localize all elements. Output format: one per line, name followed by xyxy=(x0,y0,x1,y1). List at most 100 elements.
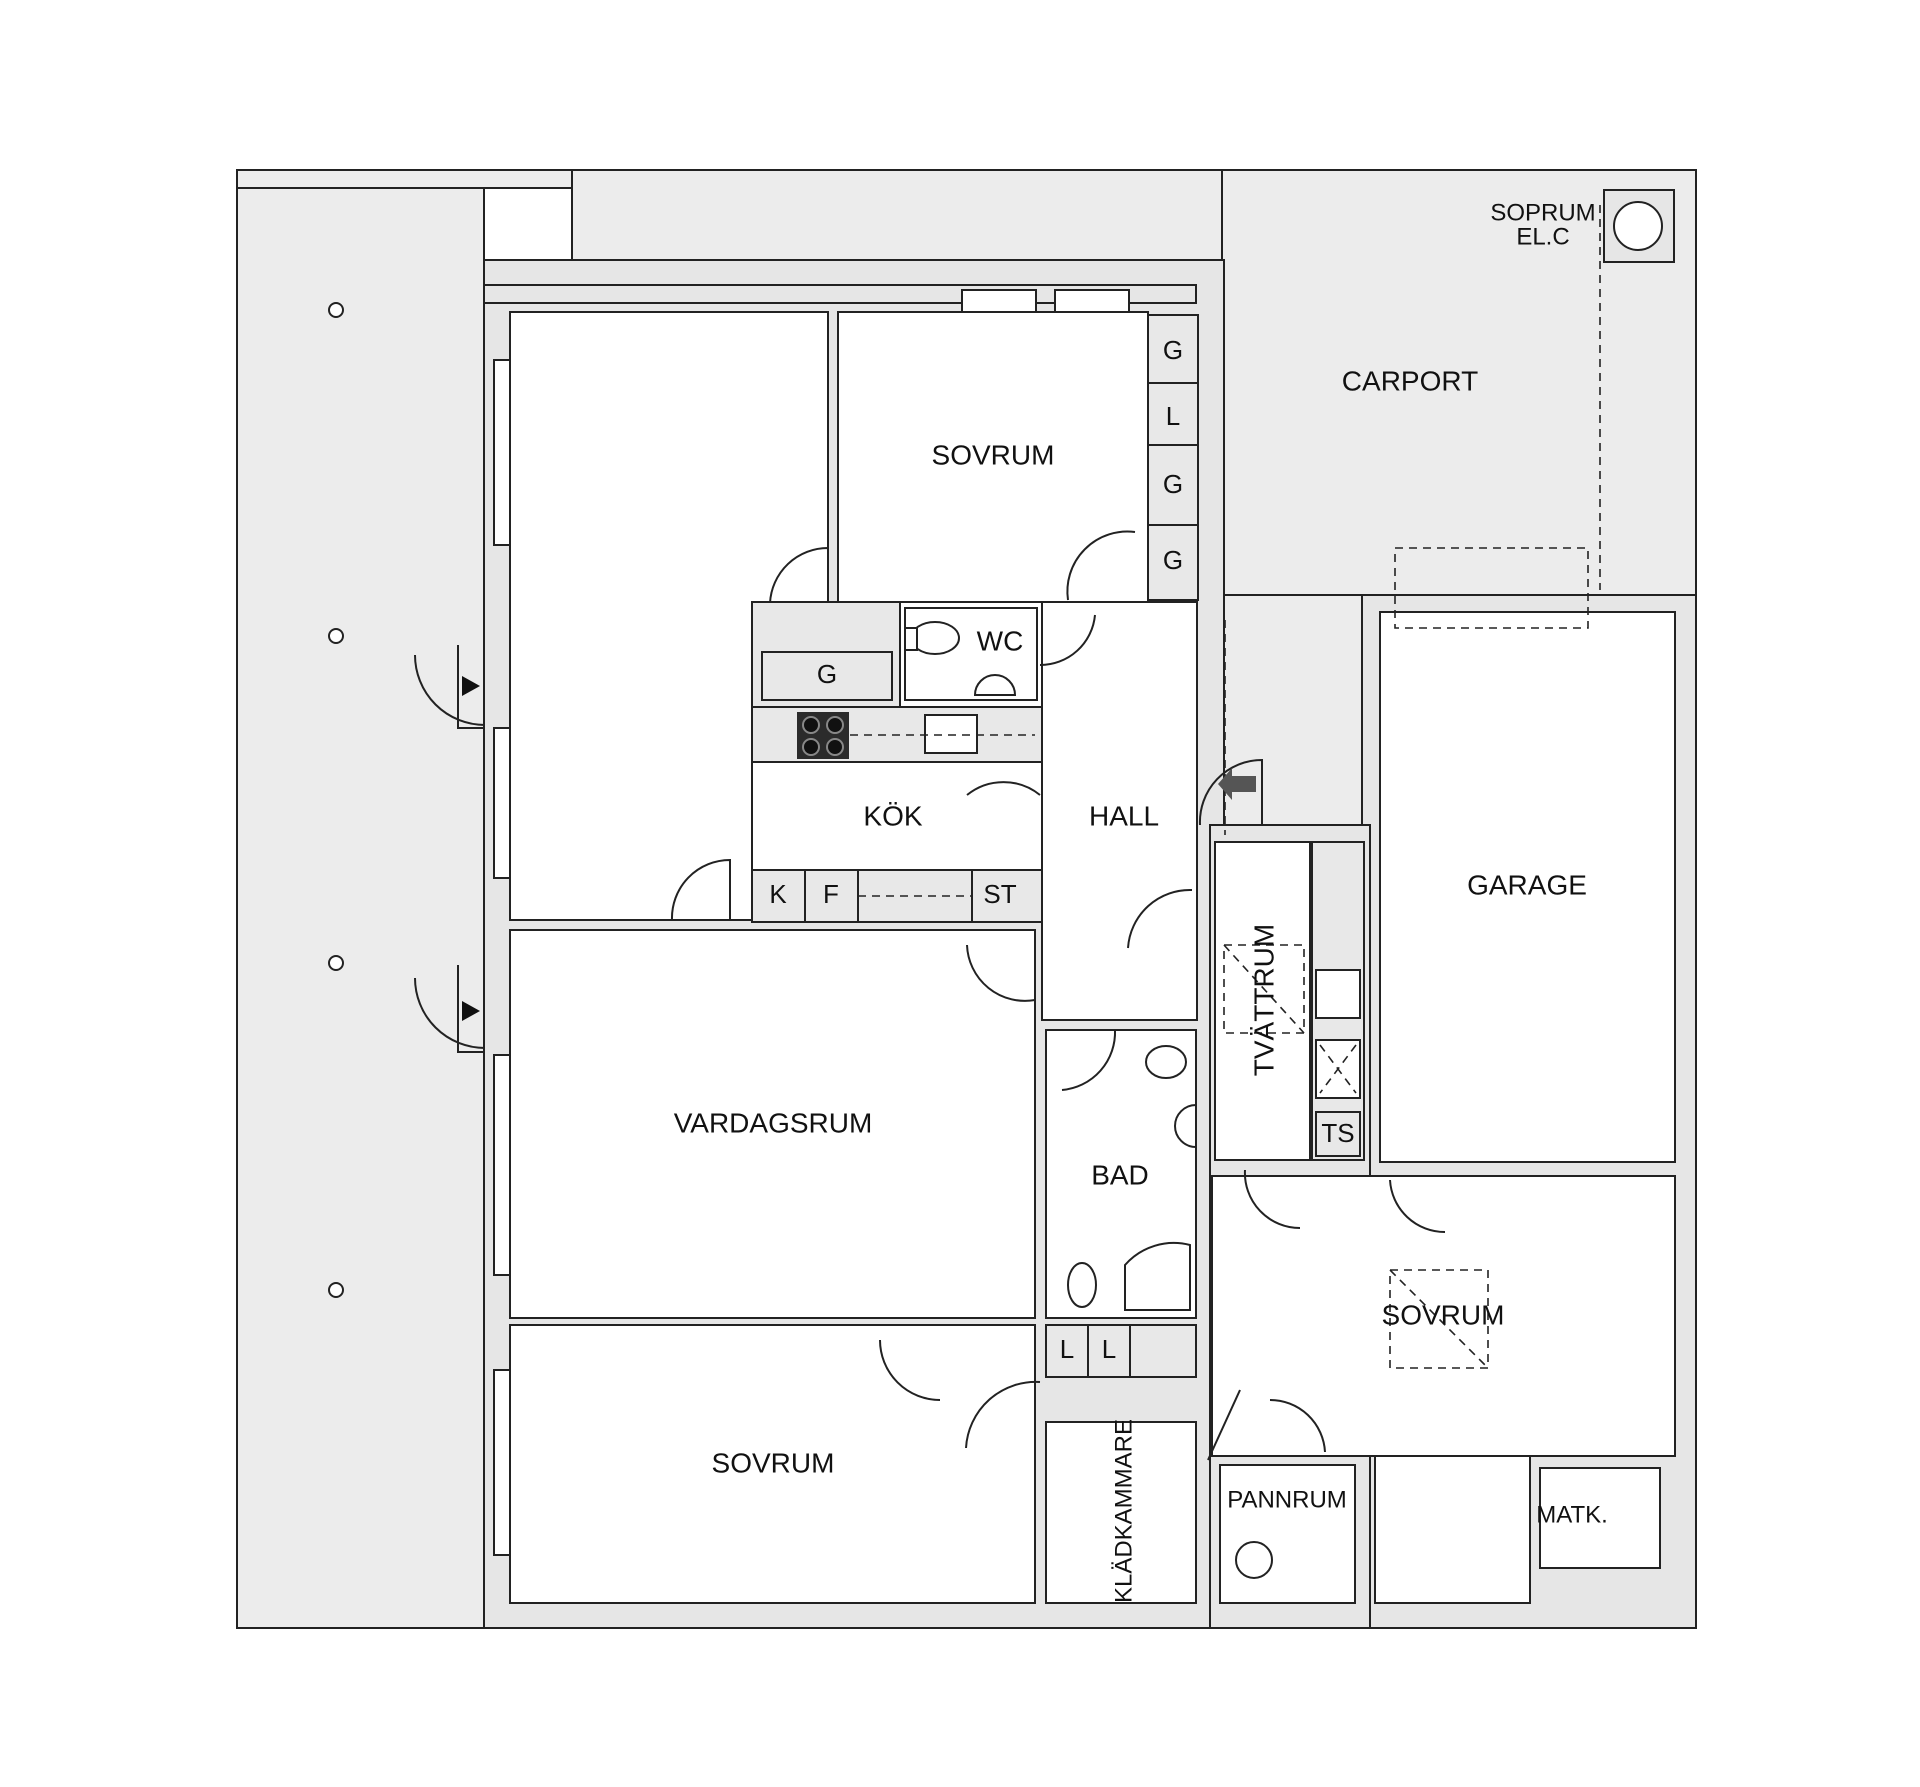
label-f: F xyxy=(823,879,839,909)
door-hall-vardag xyxy=(966,944,1036,1002)
door-garage xyxy=(1389,1179,1446,1234)
post-1 xyxy=(328,302,344,318)
sovrum-hatch-diag xyxy=(1389,1269,1489,1369)
door-frame-2 xyxy=(457,965,485,1053)
kitchen-counter-bottom xyxy=(751,869,1043,923)
label-hall: HALL xyxy=(1089,800,1159,831)
window-w1 xyxy=(493,359,511,546)
terrace-left xyxy=(236,169,485,1629)
post-3 xyxy=(328,955,344,971)
door-kok-vardag xyxy=(670,858,731,921)
wc-toilet xyxy=(910,621,960,655)
label-g3: G xyxy=(1163,545,1183,575)
terrace-posts xyxy=(328,302,344,1298)
label-kitchen-g: G xyxy=(817,659,837,689)
label-elc: EL.C xyxy=(1516,223,1569,250)
label-sovrum-top: SOVRUM xyxy=(932,439,1055,470)
label-soprum: SOPRUM xyxy=(1490,199,1595,226)
label-g2: G xyxy=(1163,469,1183,499)
ts-cabinet xyxy=(1315,1111,1361,1157)
room-pannrum xyxy=(1219,1464,1356,1604)
label-pannrum: PANNRUM xyxy=(1227,1486,1347,1513)
room-kladkammare xyxy=(1045,1421,1197,1604)
wardrobes-top: G L G G xyxy=(1147,314,1199,601)
rooms xyxy=(509,311,1676,1604)
door-tvatt-lower xyxy=(1243,1169,1301,1230)
label-k: K xyxy=(769,879,787,909)
terrace-top xyxy=(571,169,1223,261)
windows xyxy=(493,289,1130,1556)
label-ts: TS xyxy=(1321,1118,1354,1148)
label-matk: MATK. xyxy=(1536,1501,1608,1528)
door-tvatt xyxy=(1127,888,1193,949)
label-garage: GARAGE xyxy=(1467,869,1587,900)
entry-arrow-1 xyxy=(462,676,480,696)
bad-fixtures: L L xyxy=(1045,1045,1197,1378)
window-w2 xyxy=(493,727,511,879)
burner-3 xyxy=(802,738,820,756)
label-l-b: L xyxy=(1102,1334,1116,1364)
door-entry xyxy=(1198,758,1263,826)
label-bad: BAD xyxy=(1091,1159,1149,1190)
bad-shower xyxy=(1124,1242,1191,1311)
label-l-a: L xyxy=(1060,1334,1074,1364)
room-vardagsrum xyxy=(509,929,1036,1319)
terrace-top-strip xyxy=(236,169,573,189)
room-tvattrum xyxy=(1214,841,1311,1161)
room-garage xyxy=(1379,611,1676,1163)
room-sovrum-right xyxy=(1211,1175,1676,1457)
door-hall-kok xyxy=(966,781,1041,796)
room-hall xyxy=(1041,601,1198,1021)
kitchen-closet-g xyxy=(761,651,893,701)
door-frame-1 xyxy=(457,645,485,729)
kitchen-sink xyxy=(924,714,978,754)
label-kok: KÖK xyxy=(863,800,922,831)
room-matk xyxy=(1539,1467,1661,1569)
bad-bidet xyxy=(1067,1262,1097,1308)
label-wc: WC xyxy=(977,625,1024,656)
terrace-doors xyxy=(414,645,486,1053)
label-sovrum-bottom: SOVRUM xyxy=(712,1447,835,1478)
label-vardagsrum: VARDAGSRUM xyxy=(674,1107,873,1138)
door-bad xyxy=(1061,1029,1117,1091)
burner-4 xyxy=(826,738,844,756)
wc-sink xyxy=(973,674,1017,696)
dashed-elements xyxy=(1224,205,1601,1369)
post-4 xyxy=(328,1282,344,1298)
window-n2 xyxy=(1054,289,1130,313)
room-labels: SOVRUM WC KÖK HALL VARDAGSRUM BAD SOVRUM… xyxy=(674,199,1608,1603)
wc-tank xyxy=(904,627,918,651)
entry-arrow xyxy=(1218,768,1256,800)
burner-2 xyxy=(826,716,844,734)
kitchen: G K F ST xyxy=(751,601,1043,923)
door-wc xyxy=(1039,614,1096,667)
window-w3 xyxy=(493,1054,511,1276)
window-w4 xyxy=(493,1369,511,1556)
post-2 xyxy=(328,628,344,644)
soprum-bin xyxy=(1613,201,1663,251)
label-kladkammare: KLÄDKAMMARE xyxy=(1110,1419,1137,1603)
sovrum-hatch xyxy=(1389,1269,1489,1369)
door-swing-2 xyxy=(414,977,486,1049)
soprum xyxy=(1603,189,1675,263)
boiler-icon xyxy=(1235,1541,1273,1579)
burner-1 xyxy=(802,716,820,734)
label-st: ST xyxy=(983,879,1016,909)
label-tvattrum: TVÄTTRUM xyxy=(1248,924,1279,1076)
tvatt-hatch-diag xyxy=(1223,944,1305,1034)
label-carport: CARPORT xyxy=(1342,365,1478,396)
entry-arrow-2 xyxy=(462,1001,480,1021)
bad-toilet xyxy=(1145,1045,1187,1079)
door-sovrum-bottom xyxy=(879,1339,941,1401)
wardrobe-g3 xyxy=(1147,524,1199,601)
door-kladkammare xyxy=(965,1380,1041,1449)
label-l1: L xyxy=(1166,401,1180,431)
machine-x2 xyxy=(1319,1044,1357,1094)
door-pannrum xyxy=(1269,1398,1326,1453)
carport-hatch xyxy=(1394,547,1589,629)
bad-linen xyxy=(1045,1324,1197,1378)
room-sovrum-top xyxy=(837,311,1149,603)
room-sovrum-bottom xyxy=(509,1324,1036,1604)
label-g1: G xyxy=(1163,335,1183,365)
